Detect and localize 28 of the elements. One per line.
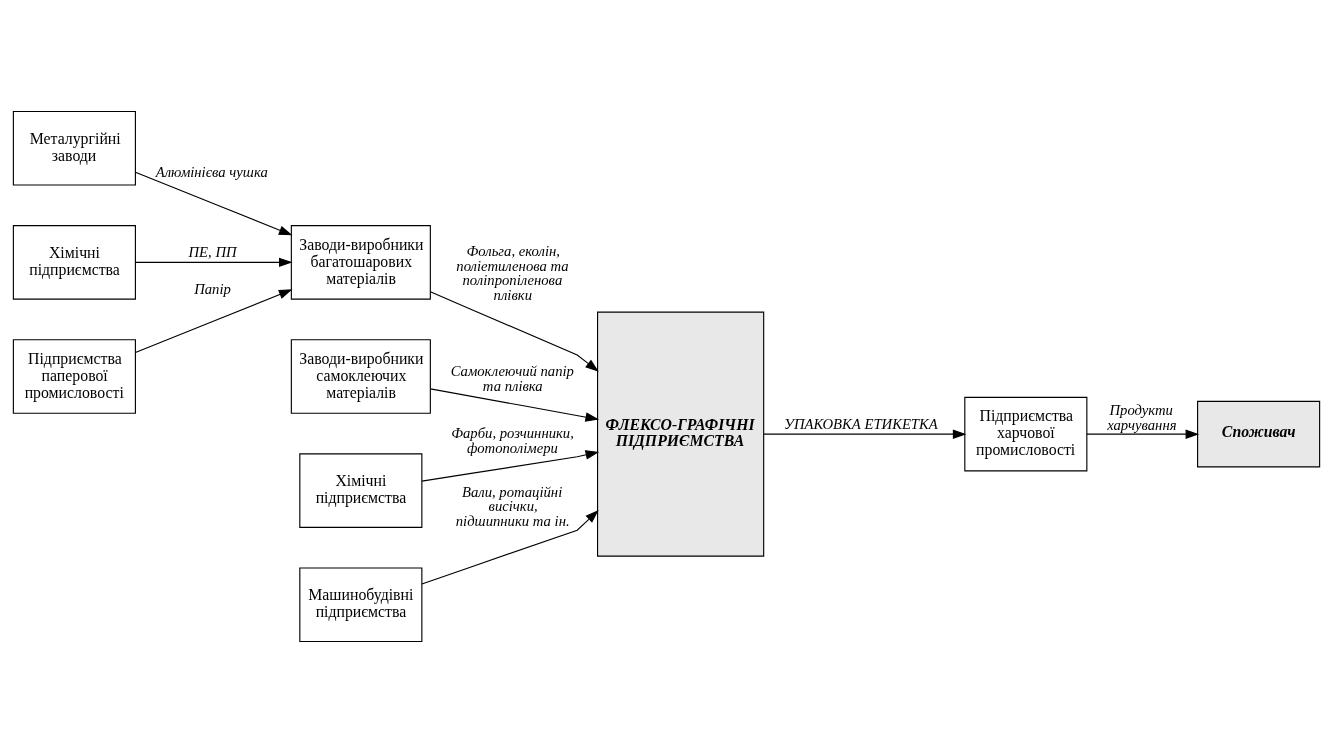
edge-label: Алюмінієва чушка <box>155 163 268 180</box>
arrow <box>421 509 599 585</box>
node-box: Металургійні заводи <box>12 110 136 186</box>
arrow <box>134 171 293 235</box>
arrow <box>429 290 599 372</box>
arrow <box>134 288 293 353</box>
node-box: Заводи-виробники багатошарових матеріалів <box>290 224 431 300</box>
arrow <box>134 257 293 267</box>
node-box: Заводи-виробники самоклеючих матеріалів <box>290 338 431 414</box>
edge-label: Папір <box>194 280 231 297</box>
edge-label: Фольга, еколін, поліетиленова та поліпропіленова плівки <box>456 242 569 303</box>
edge-label: Вали, ротаційні висічки, підшипники та ін. <box>455 483 570 529</box>
node-box: Хімічні підприємства <box>299 452 423 528</box>
node-box: Споживач <box>1197 400 1321 467</box>
edge-label: Продукти харчування <box>1107 401 1177 433</box>
arrow <box>763 428 967 439</box>
edge-label: ПЕ, ПП <box>188 243 237 260</box>
edge-label: Самоклеючий папір та плівка <box>450 362 574 394</box>
edge-label: УПАКОВКА ЕТИКЕТКА <box>784 415 938 432</box>
node-box: ФЛЕКСО-ГРАФІЧНІ ПІДПРИЄМСТВА <box>597 311 765 557</box>
node-box: Машинобудівні підприємства <box>299 566 423 642</box>
node-box: Хімічні підприємства <box>12 224 136 300</box>
arrow <box>429 387 599 422</box>
arrow <box>1086 428 1200 439</box>
node-box: Підприємства харчової промисловості <box>964 396 1088 471</box>
node-box: Підприємства паперової промисловості <box>12 338 136 414</box>
edge-label: Фарби, розчинники, фотополімери <box>451 424 574 456</box>
arrow <box>421 449 600 482</box>
